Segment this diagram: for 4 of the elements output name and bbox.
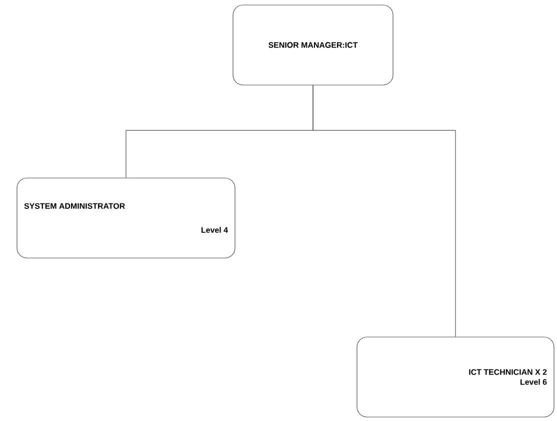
role-box bbox=[16, 178, 236, 258]
connector-line bbox=[312, 85, 456, 337]
role-box bbox=[232, 4, 394, 86]
role-box bbox=[356, 336, 554, 418]
